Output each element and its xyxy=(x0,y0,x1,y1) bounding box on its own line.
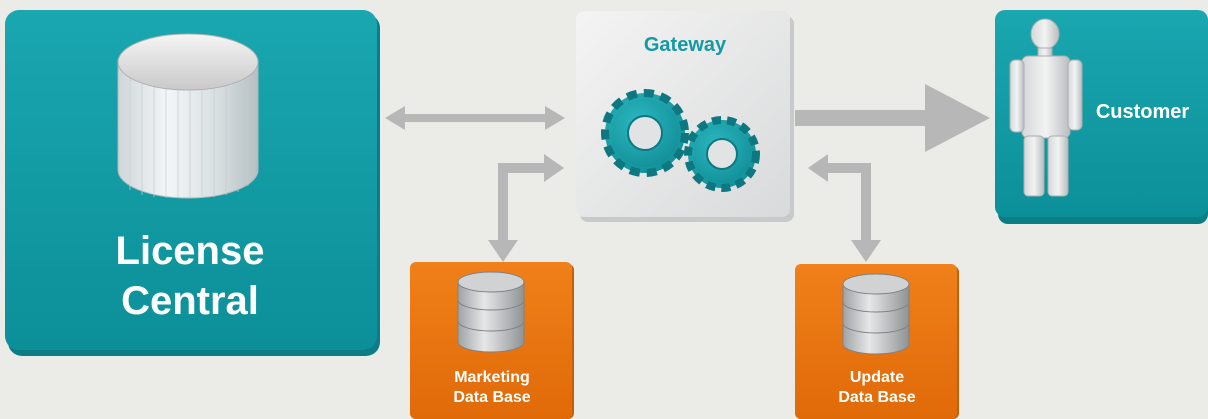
arrow-gateway-customer xyxy=(795,84,990,152)
double-arrow-license-gateway xyxy=(385,106,565,130)
marketing-db-label: Marketing Data Base xyxy=(412,368,572,408)
license-central-line1: License xyxy=(115,229,265,273)
marketing-db-box xyxy=(410,262,574,419)
update-db-line2: Data Base xyxy=(838,389,916,406)
gear-icon xyxy=(601,89,689,177)
update-db-box xyxy=(795,264,959,419)
update-db-label: Update Data Base xyxy=(797,368,957,408)
license-database-icon xyxy=(117,33,259,199)
arrow-marketing-gateway xyxy=(488,154,564,262)
license-central-line2: Central xyxy=(121,279,259,323)
gateway-box xyxy=(576,11,794,222)
marketing-db-line2: Data Base xyxy=(453,389,531,406)
database-icon xyxy=(457,271,525,353)
arrow-gateway-update xyxy=(808,154,881,262)
customer-label: Customer xyxy=(1095,101,1190,123)
arrows xyxy=(385,84,990,262)
marketing-db-line1: Marketing xyxy=(454,369,530,386)
database-icon xyxy=(842,273,910,355)
small-gear-icon xyxy=(684,116,760,192)
update-db-line1: Update xyxy=(849,369,905,386)
license-central-box xyxy=(5,10,380,356)
gateway-title: Gateway xyxy=(643,34,727,56)
person-icon xyxy=(1009,18,1083,197)
license-central-label: License Central xyxy=(60,226,320,326)
customer-box xyxy=(995,10,1208,224)
